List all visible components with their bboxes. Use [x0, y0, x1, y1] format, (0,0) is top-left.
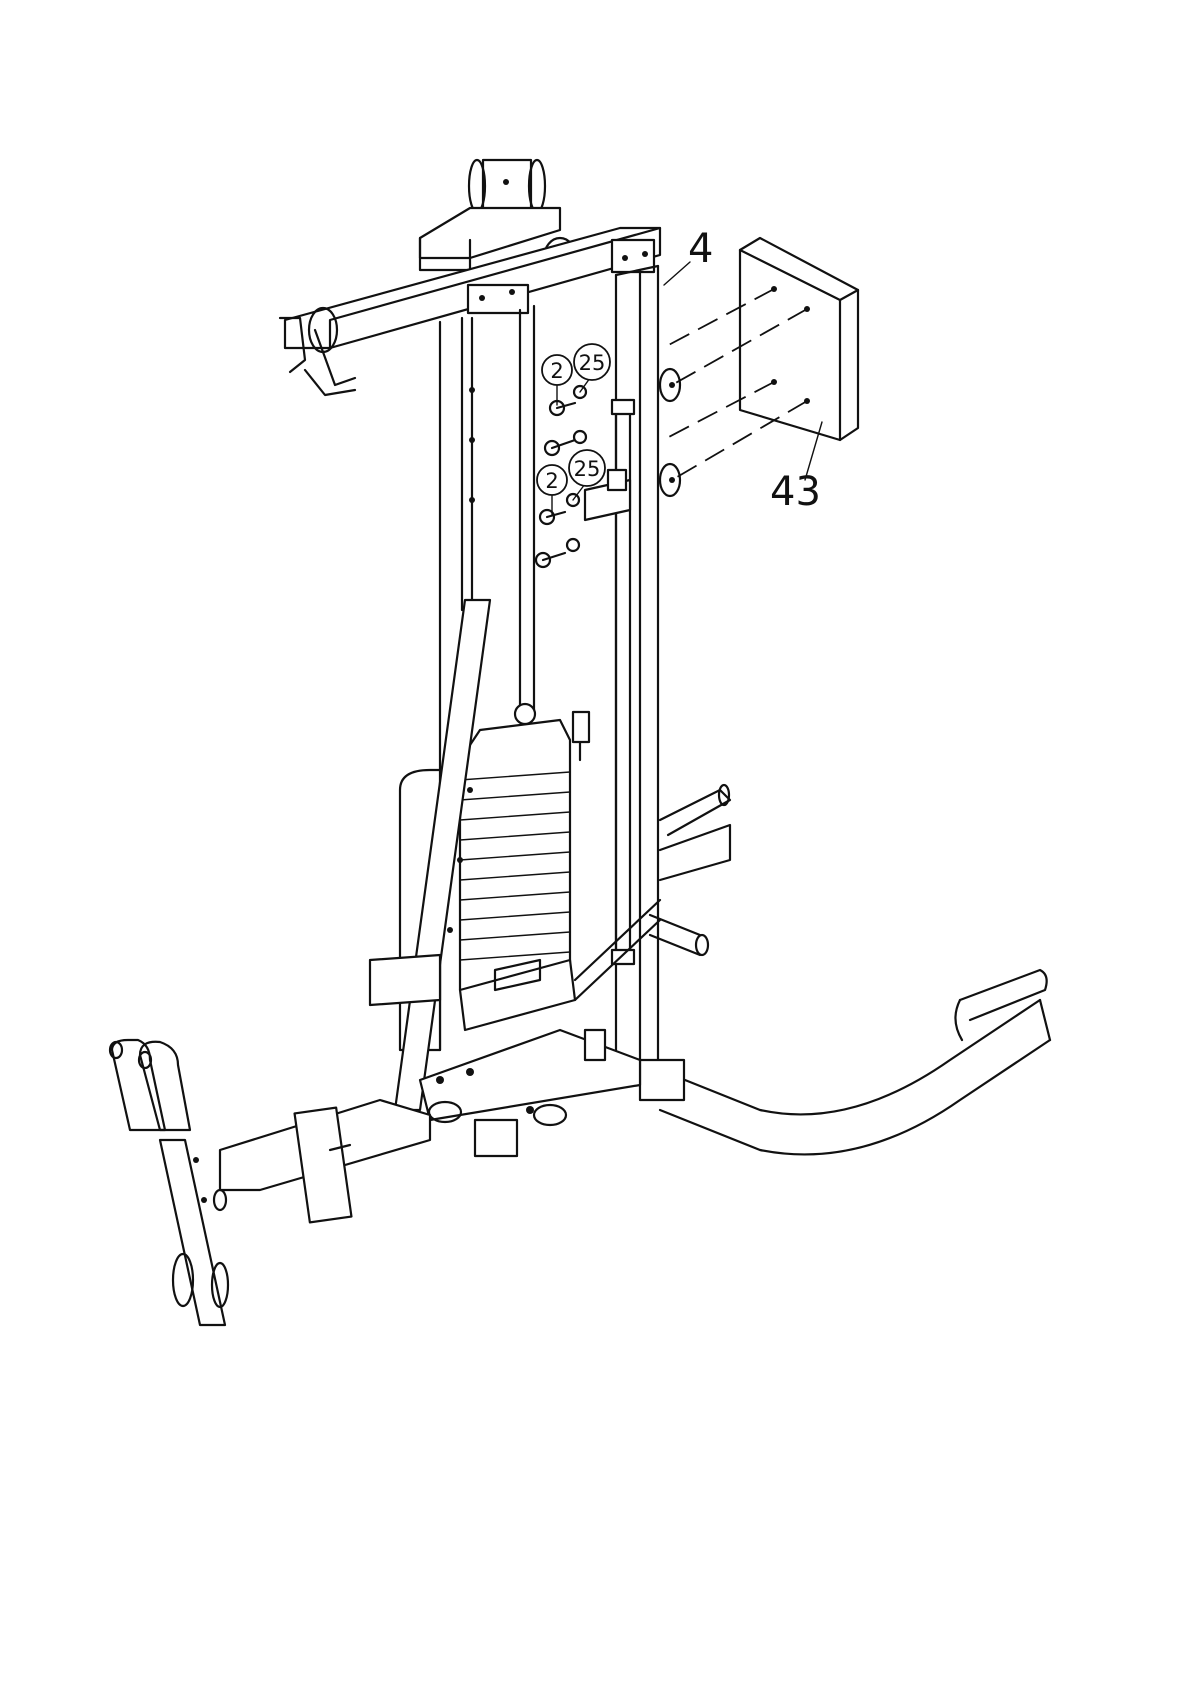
rear-support-bars — [575, 785, 730, 1000]
base-rail — [640, 970, 1050, 1154]
callout-washer-upper: 25 — [574, 344, 610, 380]
part-label-frame: 4 — [688, 226, 713, 272]
front-lower-arm — [110, 1040, 430, 1325]
callout-bolt-lower-text: 2 — [545, 469, 558, 493]
callout-washer-lower-text: 25 — [574, 457, 601, 481]
callout-washer-upper-text: 25 — [579, 351, 606, 375]
callout-bolt-lower: 2 — [537, 465, 567, 495]
callout-bolt-upper: 2 — [542, 355, 572, 385]
pad-brackets — [585, 369, 680, 520]
callout-washer-lower: 25 — [569, 450, 605, 486]
back-pad — [740, 238, 858, 440]
callout-bolt-upper-text: 2 — [550, 359, 563, 383]
part-label-pad: 43 — [770, 469, 821, 515]
